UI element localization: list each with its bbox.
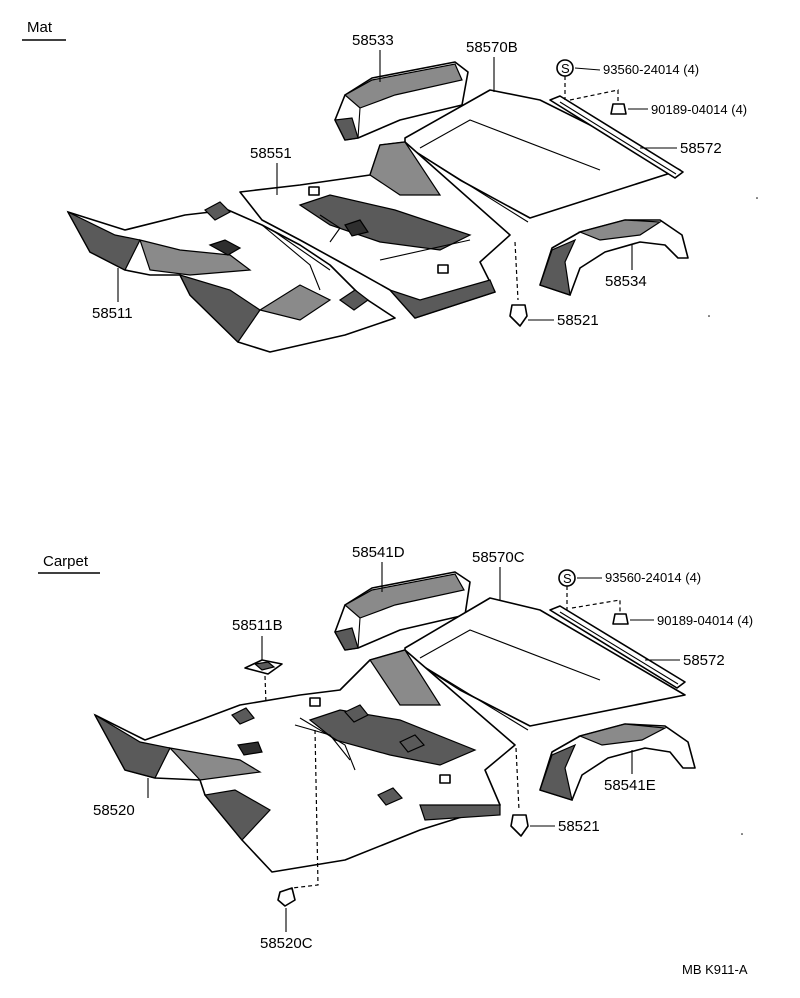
mat-part-58533-shape xyxy=(334,61,469,141)
label-90189-mat: 90189-04014 (4) xyxy=(651,102,747,117)
carpet-clip-icon xyxy=(510,814,529,837)
carpet-nut-icon xyxy=(612,613,629,625)
label-58541d: 58541D xyxy=(352,544,405,561)
mat-fasteners: S xyxy=(509,59,627,327)
label-58511b: 58511B xyxy=(232,617,283,634)
label-93560-mat: 93560-24014 (4) xyxy=(603,62,699,77)
label-58551: 58551 xyxy=(250,145,292,162)
label-58570b: 58570B xyxy=(466,39,518,56)
label-58533: 58533 xyxy=(352,32,394,49)
carpet-part-58541e-shape xyxy=(539,723,696,801)
mat-part-58511-shape xyxy=(66,201,396,353)
mat-clip-icon xyxy=(509,304,528,327)
mat-s-symbol-text: S xyxy=(561,61,570,76)
label-58541e: 58541E xyxy=(604,777,656,794)
carpet-s-symbol-text: S xyxy=(563,571,572,586)
mat-section-title: Mat xyxy=(27,19,53,36)
mat-nut-icon xyxy=(610,103,627,115)
carpet-part-58541d-shape xyxy=(334,571,471,651)
label-93560-carpet: 93560-24014 (4) xyxy=(605,570,701,585)
label-58521-carpet: 58521 xyxy=(558,818,600,835)
mat-labels: 58533 58570B 93560-24014 (4) 90189-04014… xyxy=(92,32,747,329)
carpet-part-58572-shape xyxy=(549,605,686,689)
carpet-section-title: Carpet xyxy=(43,553,89,570)
label-58520c: 58520C xyxy=(260,935,313,952)
label-58572-carpet: 58572 xyxy=(683,652,725,669)
label-58572-mat: 58572 xyxy=(680,140,722,157)
carpet-section: Carpet xyxy=(38,544,753,952)
diagram-ref-code: MB K911-A xyxy=(682,962,748,977)
label-58521-mat: 58521 xyxy=(557,312,599,329)
label-58511: 58511 xyxy=(92,305,133,322)
label-58520: 58520 xyxy=(93,802,135,819)
mat-part-58551-shape xyxy=(239,141,511,319)
label-58534: 58534 xyxy=(605,273,647,290)
label-58570c: 58570C xyxy=(472,549,525,566)
carpet-part-58520-shape xyxy=(93,649,516,873)
mat-part-58572-shape xyxy=(549,95,684,179)
carpet-clip-58520c-icon xyxy=(277,887,296,907)
mat-section: Mat xyxy=(22,19,747,353)
label-90189-carpet: 90189-04014 (4) xyxy=(657,613,753,628)
carpet-fasteners: S xyxy=(277,569,629,907)
carpet-labels: 58541D 58570C 93560-24014 (4) 90189-0401… xyxy=(93,544,753,952)
mat-part-58534-shape xyxy=(539,219,689,296)
